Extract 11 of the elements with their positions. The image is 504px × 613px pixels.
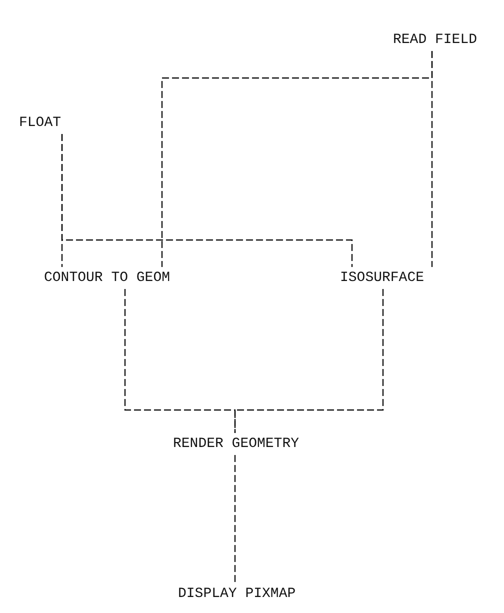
connector-line — [61, 134, 353, 267]
node-label: DISPLAY PIXMAP — [178, 585, 294, 603]
connector-line — [234, 455, 236, 583]
node-label: ISOSURFACE — [322, 269, 442, 287]
node-label: READ FIELD — [378, 31, 492, 49]
connector-line — [431, 51, 433, 267]
node-label: FLOAT — [12, 114, 68, 132]
node-label: RENDER GEOMETRY — [170, 435, 302, 453]
connector-line — [234, 289, 384, 433]
node-label: CONTOUR TO GEOM — [12, 269, 202, 287]
connector-line — [124, 289, 236, 433]
